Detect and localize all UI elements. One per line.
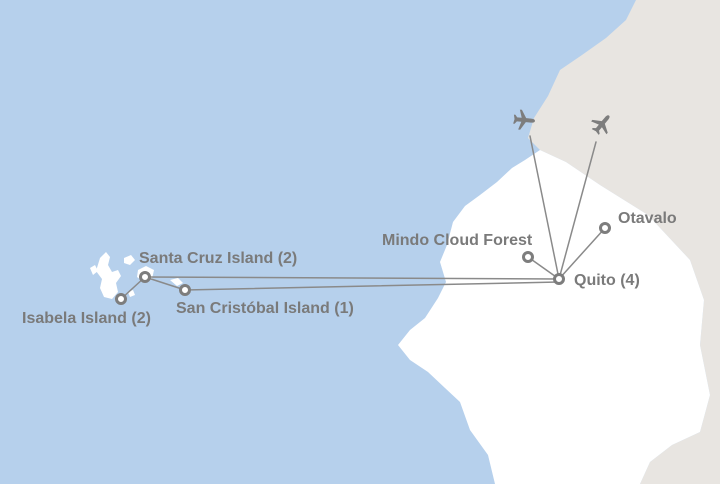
quito-marker (553, 273, 565, 285)
neighbor-land (528, 0, 720, 484)
stop-label-isabela: Isabela Island (2) (22, 310, 151, 327)
isabela-island-shape (96, 252, 121, 299)
route-flight-out (558, 141, 597, 280)
otavalo-marker (599, 222, 611, 234)
stop-label-santa-cruz: Santa Cruz Island (2) (139, 250, 298, 267)
stop-label-otavalo: Otavalo (618, 210, 677, 227)
mindo-marker (522, 251, 534, 263)
stop-label-san-cristobal: San Cristóbal Island (1) (176, 300, 354, 317)
route-flight-in (529, 135, 560, 280)
route-quito-santa-cruz (144, 276, 560, 280)
santiago-island-shape (124, 255, 135, 265)
route-santa-cruz-san-cristobal (144, 276, 186, 291)
airplane-icon (513, 109, 535, 130)
route-san-cristobal-quito (184, 281, 560, 291)
airplane-icon (591, 115, 610, 135)
san-cristobal-marker (179, 284, 191, 296)
san-cristobal-island-shape (170, 278, 183, 286)
stop-label-mindo: Mindo Cloud Forest (382, 232, 533, 249)
route-quito-mindo (527, 256, 560, 280)
fernandina-island-shape (90, 265, 98, 275)
ecuador-land (398, 150, 710, 484)
stop-label-quito: Quito (4) (574, 272, 640, 289)
stop-markers (115, 222, 611, 305)
isabela-marker (115, 293, 127, 305)
santa-cruz-marker (139, 271, 151, 283)
route-lines (120, 135, 606, 300)
route-quito-otavalo (558, 227, 606, 280)
